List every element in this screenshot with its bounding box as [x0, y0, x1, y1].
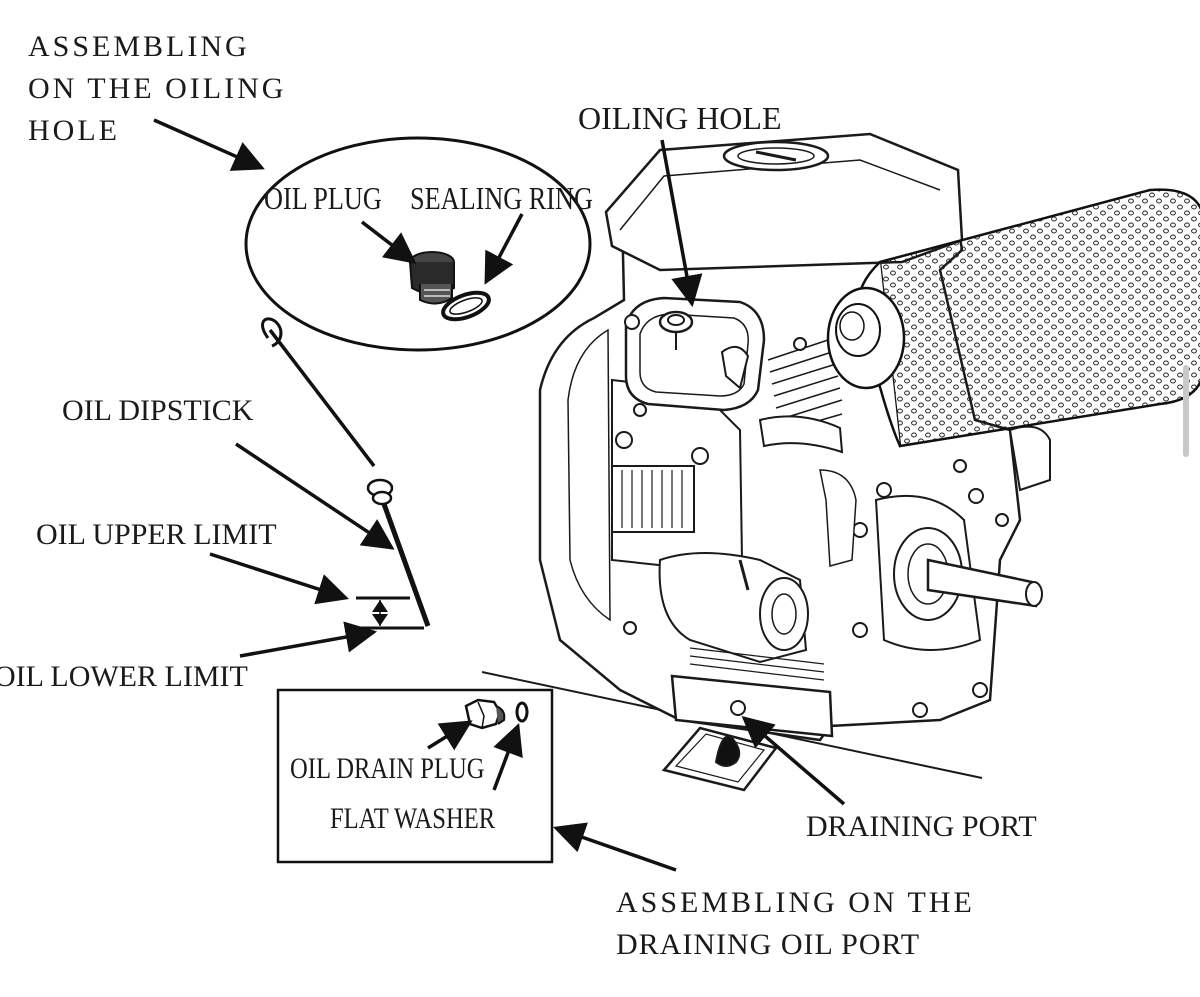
flat-washer-label: FLAT WASHER — [330, 802, 496, 835]
oil-plug-detail-bubble — [244, 136, 592, 352]
drain-plug-detail-box — [276, 688, 554, 864]
sealing-ring-part — [441, 290, 491, 322]
oil-upper-limit-label: OIL UPPER LIMIT — [36, 518, 277, 551]
oiling-hole-label: OILING HOLE — [578, 100, 782, 136]
draining-port-label: DRAINING PORT — [806, 810, 1037, 843]
oil-plug-part — [409, 251, 455, 305]
sealing-ring-label: SEALING RING — [410, 180, 593, 216]
oil-dipstick-label: OIL DIPSTICK — [62, 394, 254, 427]
assembling-oiling-hole-line2: ON THE OILING — [28, 72, 287, 105]
assembling-oiling-hole-line3: HOLE — [28, 114, 120, 147]
oil-plug-label: OIL PLUG — [264, 180, 382, 216]
flat-washer-part — [515, 701, 529, 723]
muffler — [826, 188, 1200, 448]
oil-drain-plug-label: OIL DRAIN PLUG — [290, 752, 485, 785]
oil-lower-limit-label: OIL LOWER LIMIT — [0, 660, 248, 693]
vertical-scrollbar[interactable] — [1183, 365, 1189, 457]
assembling-draining-port-line2: DRAINING OIL PORT — [616, 928, 921, 961]
oil-level-markings — [356, 596, 424, 630]
assembling-draining-port-line1: ASSEMBLING ON THE — [616, 886, 975, 919]
assembling-oiling-hole-line1: ASSEMBLING — [28, 30, 250, 63]
